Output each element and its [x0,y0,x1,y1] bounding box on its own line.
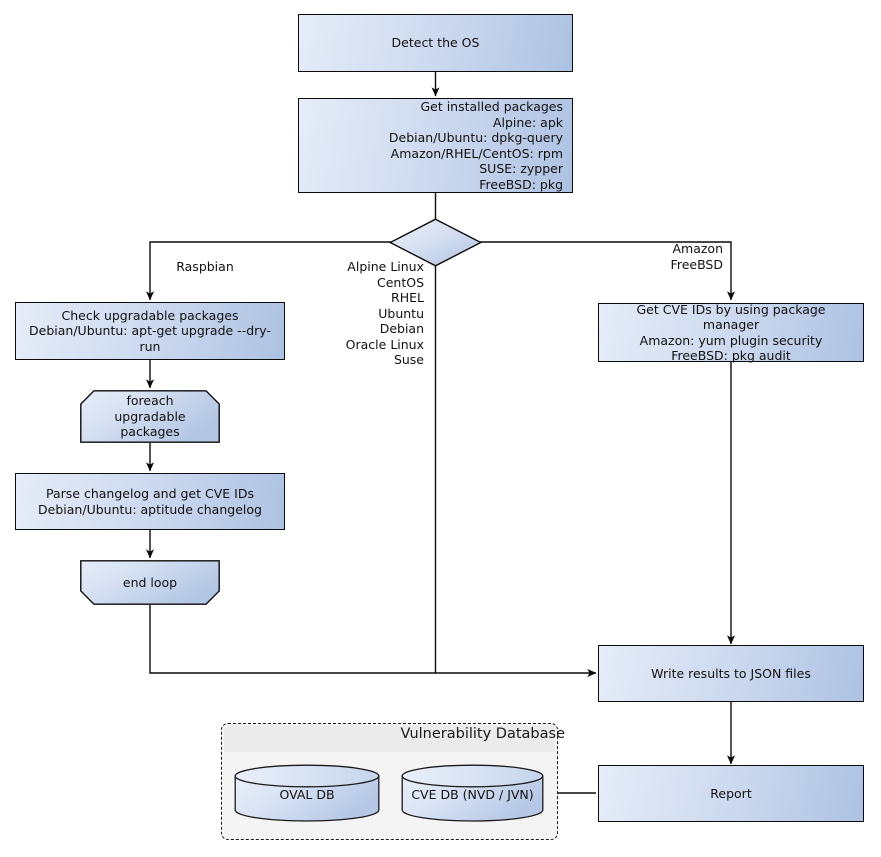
node-write-results[interactable]: Write results to JSON files [598,645,864,702]
database-oval-db-label: OVAL DB [279,787,335,802]
node-foreach-loop-start[interactable]: foreach upgradable packages [80,390,220,443]
edge-label-left-branch: Raspbian [176,259,234,274]
node-foreach-loop-start-label: foreach upgradable packages [114,393,186,440]
database-cve-db-label: CVE DB (NVD / JVN) [411,787,534,802]
node-detect-os[interactable]: Detect the OS [298,14,573,72]
node-get-installed-packages-label: Get installed packages Alpine: apk Debia… [388,99,563,192]
node-get-cve-ids[interactable]: Get CVE IDs by using package manager Ama… [598,301,864,364]
node-parse-changelog[interactable]: Parse changelog and get CVE IDs Debian/U… [15,473,285,530]
edge-label-middle-branch: Alpine Linux CentOS RHEL Ubuntu Debian O… [345,259,424,367]
node-end-loop-label: end loop [122,574,178,590]
database-cve-db[interactable] [401,764,544,822]
node-report-label: Report [710,785,752,801]
node-parse-changelog-label: Parse changelog and get CVE IDs Debian/U… [38,486,262,517]
node-report[interactable]: Report [598,765,864,822]
node-check-upgradable-packages-label: Check upgradable packages Debian/Ubuntu:… [29,307,271,354]
edge-label-right-branch: Amazon FreeBSD [670,241,723,272]
node-write-results-label: Write results to JSON files [651,665,811,681]
node-detect-os-label: Detect the OS [391,35,480,51]
node-check-upgradable-packages[interactable]: Check upgradable packages Debian/Ubuntu:… [15,302,285,360]
node-end-loop[interactable]: end loop [80,560,220,605]
node-get-installed-packages[interactable]: Get installed packages Alpine: apk Debia… [298,98,573,193]
group-title-bar [224,726,555,752]
group-vulnerability-database-title: Vulnerability Database [400,726,565,742]
node-get-cve-ids-label: Get CVE IDs by using package manager Ama… [636,301,826,364]
database-oval-db[interactable] [234,764,380,822]
